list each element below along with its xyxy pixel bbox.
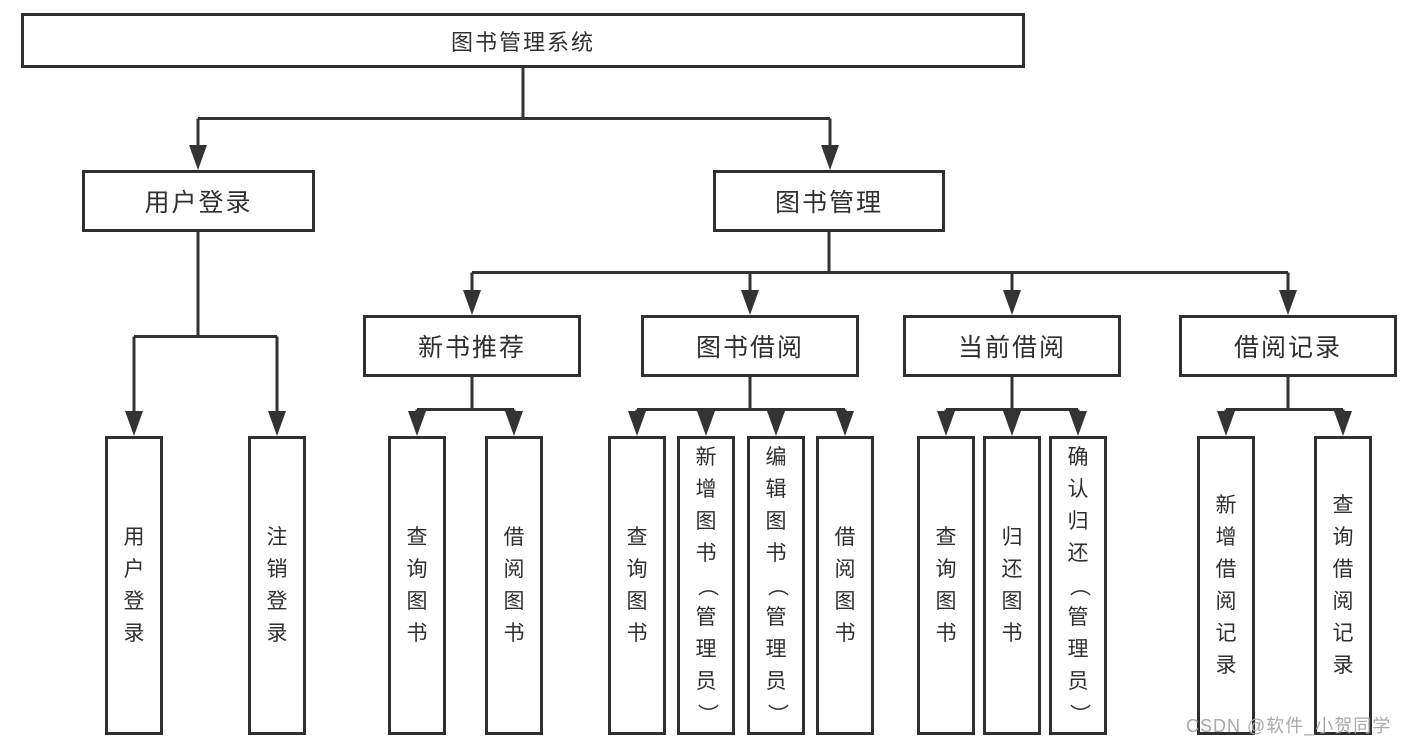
leaf-query-borrow-record-label: 查询借阅记录 (1332, 493, 1354, 677)
leaf-recommend-borrow-books: 借阅图书 (485, 436, 543, 735)
leaf-logout: 注销登录 (248, 436, 306, 735)
leaf-add-books-admin: 新增图书（管理员） (677, 436, 735, 735)
node-book-borrow-label: 图书借阅 (695, 334, 804, 362)
leaf-logout-label: 注销登录 (266, 525, 288, 645)
leaf-edit-books-admin: 编辑图书（管理员） (747, 436, 805, 735)
leaf-add-borrow-record-label: 新增借阅记录 (1215, 493, 1237, 677)
leaf-recommend-query-books-label: 查询图书 (406, 525, 428, 645)
node-current-borrow-label: 当前借阅 (957, 334, 1066, 362)
leaf-confirm-return-admin: 确认归还（管理员） (1049, 436, 1107, 735)
leaf-user-login: 用户登录 (105, 436, 163, 735)
node-book-management-label: 图书管理 (774, 189, 883, 217)
leaf-add-borrow-record: 新增借阅记录 (1197, 436, 1255, 735)
node-borrow-records: 借阅记录 (1179, 315, 1397, 377)
node-current-borrow: 当前借阅 (903, 315, 1121, 377)
root-node: 图书管理系统 (21, 13, 1025, 68)
leaf-user-login-label: 用户登录 (123, 525, 145, 645)
leaf-confirm-return-admin-label: 确认归还（管理员） (1067, 445, 1090, 725)
leaf-edit-books-admin-label: 编辑图书（管理员） (765, 445, 788, 725)
leaf-borrow-books-label: 借阅图书 (834, 525, 856, 645)
node-book-borrow: 图书借阅 (641, 315, 859, 377)
leaf-current-query-books-label: 查询图书 (935, 525, 957, 645)
node-user-login: 用户登录 (82, 170, 315, 232)
root-node-label: 图书管理系统 (450, 29, 595, 55)
leaf-borrow-books: 借阅图书 (816, 436, 874, 735)
leaf-return-books-label: 归还图书 (1001, 525, 1023, 645)
leaf-return-books: 归还图书 (983, 436, 1041, 735)
node-new-book-recommend: 新书推荐 (363, 315, 581, 377)
node-book-management: 图书管理 (713, 170, 945, 232)
leaf-borrow-query-books: 查询图书 (608, 436, 666, 735)
node-new-book-recommend-label: 新书推荐 (417, 334, 526, 362)
node-user-login-label: 用户登录 (144, 189, 253, 217)
leaf-add-books-admin-label: 新增图书（管理员） (695, 445, 718, 725)
leaf-current-query-books: 查询图书 (917, 436, 975, 735)
leaf-recommend-query-books: 查询图书 (388, 436, 446, 735)
csdn-watermark: CSDN @软件_小贺同学 (1186, 716, 1392, 736)
node-borrow-records-label: 借阅记录 (1233, 334, 1342, 362)
leaf-recommend-borrow-books-label: 借阅图书 (503, 525, 525, 645)
leaf-query-borrow-record: 查询借阅记录 (1314, 436, 1372, 735)
leaf-borrow-query-books-label: 查询图书 (626, 525, 648, 645)
